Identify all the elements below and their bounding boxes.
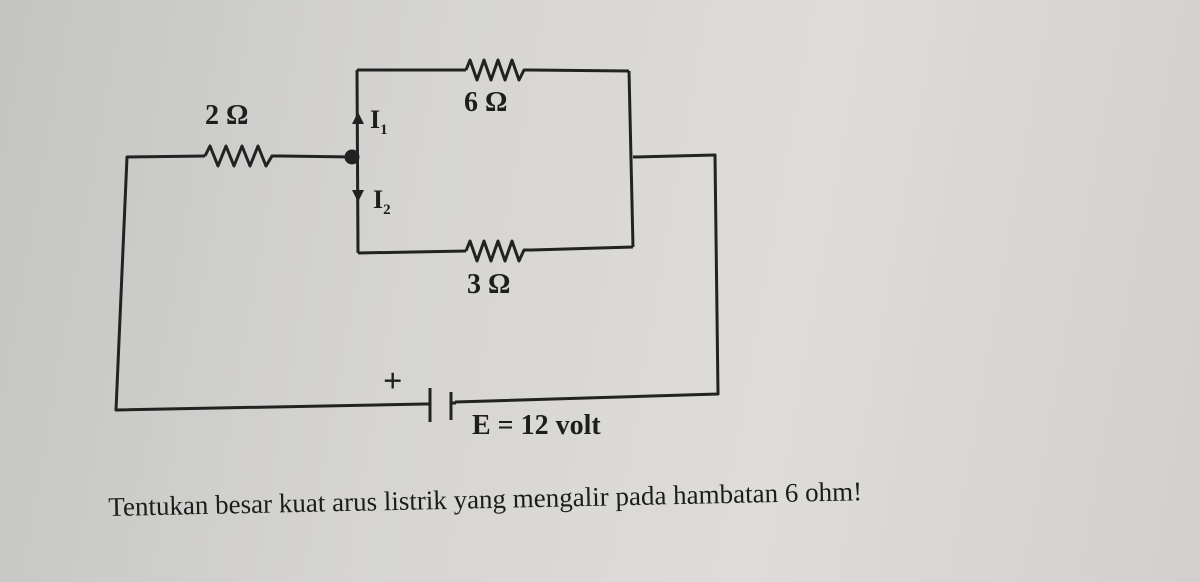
label-6-ohm: 6 Ω <box>464 87 507 118</box>
label-3-ohm: 3 Ω <box>467 269 510 300</box>
wire-to-node <box>279 154 355 159</box>
wire-left <box>114 154 426 412</box>
label-battery-emf: E = 12 volt <box>472 410 601 441</box>
label-current-i1: I1 <box>370 105 388 138</box>
wire-branch-right <box>627 70 635 248</box>
wire-bottom-branch <box>357 249 467 255</box>
resistor-2-ohm <box>203 144 280 168</box>
arrow-up-icon <box>352 112 364 124</box>
resistor-6-ohm <box>464 58 530 82</box>
wire-bottom-branch-right <box>531 245 634 252</box>
wire-top-right <box>529 68 630 73</box>
label-current-i2: I2 <box>373 185 391 218</box>
wire-branch-left <box>355 69 360 254</box>
arrow-down-icon <box>352 190 364 202</box>
label-2-ohm: 2 Ω <box>205 100 248 131</box>
battery-polarity-plus: + <box>383 363 402 400</box>
resistor-3-ohm <box>464 239 532 263</box>
wire-right <box>454 153 720 404</box>
